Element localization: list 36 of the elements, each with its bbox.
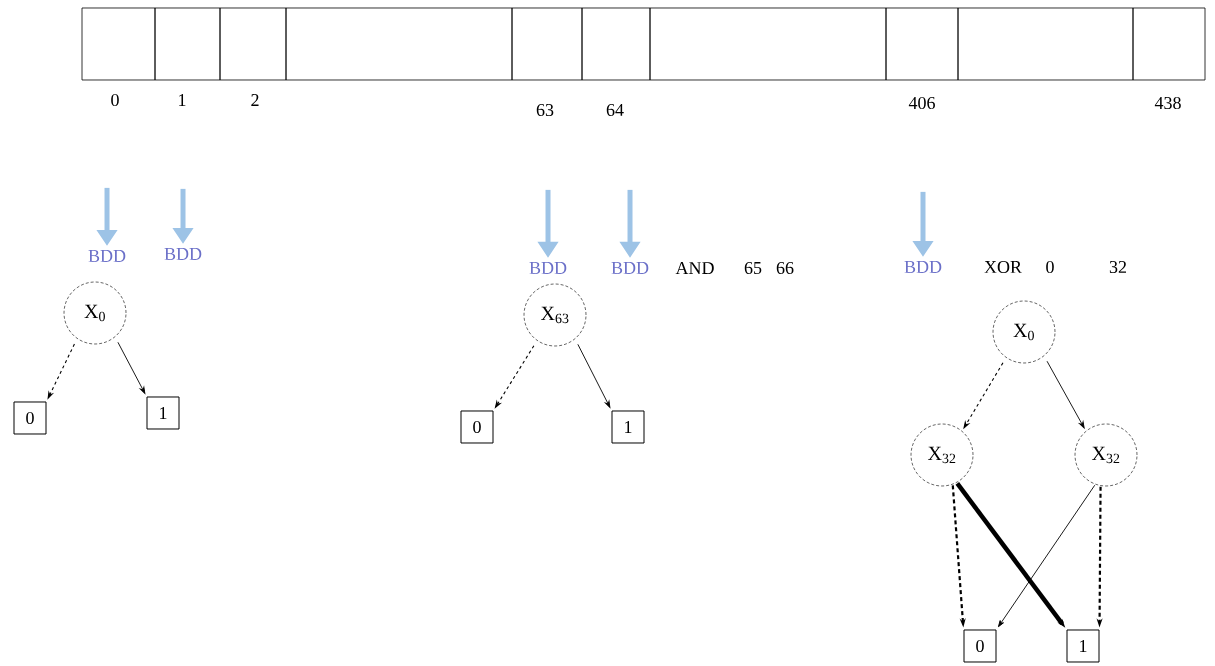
- bdd-label: BDD: [611, 262, 649, 274]
- index-label: 64: [606, 103, 624, 117]
- operand-label: 65: [744, 261, 762, 275]
- operand-label: 0: [1046, 260, 1054, 274]
- variable-node: X$_{0}$: [992, 300, 1056, 364]
- terminal-box: 1: [146, 396, 180, 430]
- arrow: [117, 341, 146, 394]
- terminal-box: 0: [13, 401, 47, 435]
- operator-label: XOR: [984, 260, 1022, 274]
- index-label: 438: [1154, 96, 1181, 110]
- variable-node: X$_{63}$: [523, 283, 587, 347]
- arrow: [577, 343, 611, 408]
- variable-node: X$_{32}$: [910, 423, 974, 487]
- terminal-box: 1: [611, 410, 645, 444]
- bdd-label: BDD: [904, 261, 942, 273]
- array-cell: [649, 7, 887, 81]
- operand-label: 32: [1109, 260, 1126, 274]
- operand-label: 66: [776, 261, 794, 275]
- index-label: 0: [111, 93, 119, 107]
- arrow: [997, 484, 1096, 628]
- bdd-label: BDD: [529, 262, 567, 274]
- index-label: 406: [908, 96, 935, 110]
- index-label: 63: [536, 103, 554, 117]
- terminal-box: 0: [963, 629, 997, 663]
- variable-node: X$_{32}$: [1074, 423, 1138, 487]
- bdd-label: BDD: [164, 248, 202, 260]
- bdd-label: BDD: [88, 250, 126, 262]
- index-label: 2: [251, 94, 259, 106]
- array-cell: [285, 7, 513, 81]
- variable-node: X$_{0}$: [63, 281, 127, 345]
- arrow: [1046, 360, 1085, 429]
- operator-label: AND: [675, 262, 714, 274]
- terminal-box: 1: [1066, 629, 1100, 663]
- index-label: 1: [179, 94, 186, 106]
- terminal-box: 0: [460, 410, 494, 444]
- array-cell: [957, 7, 1134, 81]
